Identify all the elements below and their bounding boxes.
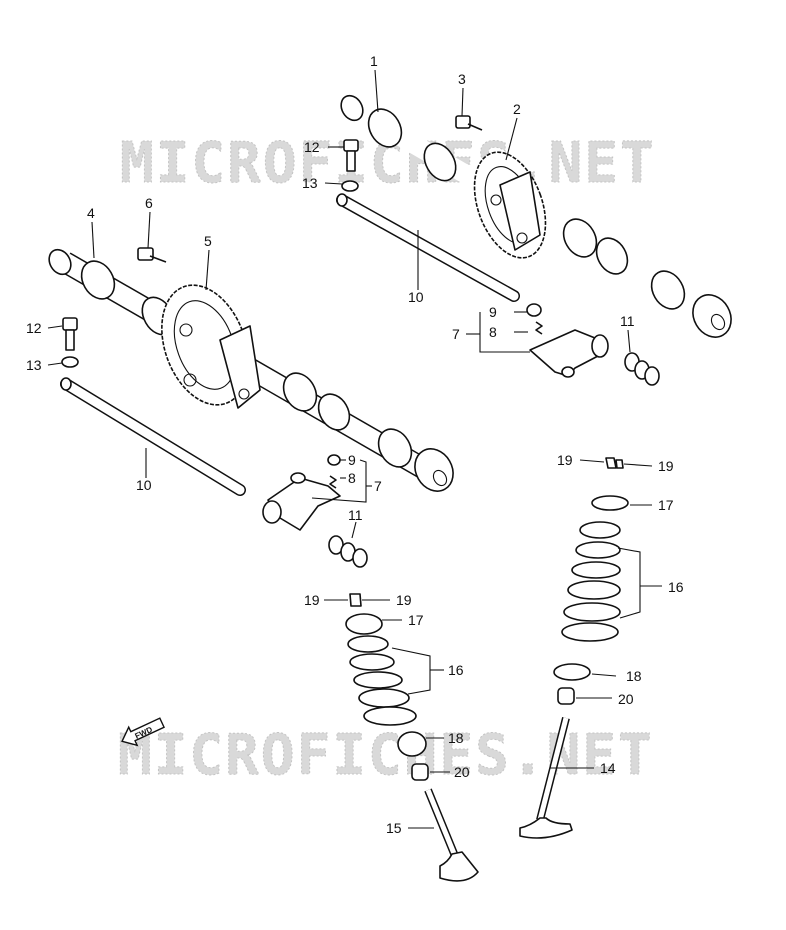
callout-19-right-b: 19 xyxy=(658,458,674,474)
rocker-arm-lower xyxy=(262,454,341,531)
callout-11-lower: 11 xyxy=(348,507,363,523)
leader-lines xyxy=(47,69,662,829)
callout-7-lower: 7 xyxy=(374,478,382,494)
callout-19-right-a: 19 xyxy=(557,452,573,468)
callout-10-upper: 10 xyxy=(408,289,424,305)
stem-seal-20-right xyxy=(557,687,575,705)
callouts: 1 2 3 4 5 6 12 13 12 13 10 10 9 8 7 11 9… xyxy=(26,53,684,836)
callout-12-lower: 12 xyxy=(26,320,42,336)
callout-4: 4 xyxy=(87,205,95,221)
callout-12-upper: 12 xyxy=(304,139,320,155)
rocker-arm-upper xyxy=(526,303,609,378)
watermark-bottom: MICROFICHES.NET xyxy=(118,723,654,788)
bolt-12-lower xyxy=(62,317,78,351)
callout-16-right: 16 xyxy=(668,579,684,595)
cotter-19-right xyxy=(605,457,624,469)
callout-3: 3 xyxy=(458,71,466,87)
callout-18-right: 18 xyxy=(626,668,642,684)
callout-19-center-b: 19 xyxy=(396,592,412,608)
callout-6: 6 xyxy=(145,195,153,211)
callout-5: 5 xyxy=(204,233,212,249)
callout-20-right: 20 xyxy=(618,691,634,707)
cotter-19-center xyxy=(349,593,362,607)
rocker-shaft-upper xyxy=(336,193,520,302)
valve-spring-16-center xyxy=(347,635,417,726)
retainer-17-right xyxy=(591,495,629,511)
cam-sprocket-lower xyxy=(161,284,261,409)
callout-7-upper: 7 xyxy=(452,326,460,342)
callout-18-center: 18 xyxy=(448,730,464,746)
valve-spring-16-right xyxy=(561,521,621,642)
spring-seat-18-right xyxy=(553,663,591,681)
washer-13-lower xyxy=(61,356,79,368)
callout-13-lower: 13 xyxy=(26,357,42,373)
callout-10-lower: 10 xyxy=(136,477,152,493)
callout-9-upper: 9 xyxy=(489,304,497,320)
stem-seal-20-center xyxy=(411,763,429,781)
callout-8-lower: 8 xyxy=(348,470,356,486)
valve-15 xyxy=(424,788,479,882)
bolt-3 xyxy=(455,115,483,131)
callout-16-center: 16 xyxy=(448,662,464,678)
bolt-12-upper xyxy=(343,139,359,172)
callout-8-upper: 8 xyxy=(489,324,497,340)
spring-seat-18-center xyxy=(397,731,427,757)
callout-9-lower: 9 xyxy=(348,452,356,468)
callout-19-center-a: 19 xyxy=(304,592,320,608)
spring-11-upper xyxy=(624,352,660,386)
spring-11-lower xyxy=(328,535,368,568)
callout-14: 14 xyxy=(600,760,616,776)
washer-13-upper xyxy=(341,180,359,192)
callout-13-upper: 13 xyxy=(302,175,318,191)
callout-1: 1 xyxy=(370,53,378,69)
callout-20-center: 20 xyxy=(454,764,470,780)
rocker-shaft-lower xyxy=(60,377,246,496)
callout-11-upper: 11 xyxy=(620,313,635,329)
cam-sprocket-upper xyxy=(473,151,547,259)
callout-2: 2 xyxy=(513,101,521,117)
retainer-17-center xyxy=(345,613,383,635)
bolt-6 xyxy=(137,247,167,263)
valve-14 xyxy=(519,717,573,839)
callout-15: 15 xyxy=(386,820,402,836)
callout-17-center: 17 xyxy=(408,612,424,628)
callout-17-right: 17 xyxy=(658,497,674,513)
